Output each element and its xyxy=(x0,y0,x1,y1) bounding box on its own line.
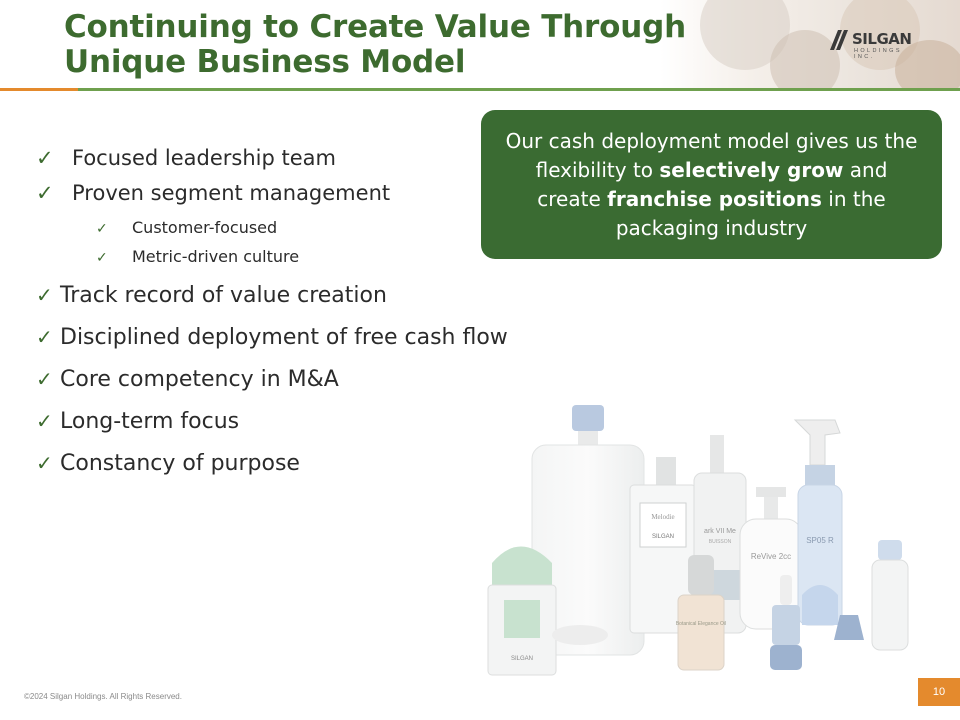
melodie-label: Melodie xyxy=(651,513,674,521)
callout-text-3: in the packaging industry xyxy=(615,186,886,240)
perfume-brand-label: SILGAN xyxy=(652,534,674,540)
buisson-label: BUISSON xyxy=(709,539,732,545)
callout-box: Our cash deployment model gives us the f… xyxy=(481,110,942,259)
checkmark-icon: ✓ xyxy=(36,146,54,170)
bullet-item: ✓ Focused leadership team xyxy=(36,146,336,170)
bullet-item: ✓ Proven segment management xyxy=(36,181,390,205)
callout-bold-2: franchise positions xyxy=(607,186,822,211)
checkmark-icon: ✓ xyxy=(36,367,53,391)
revive-label: ReVive 2cc xyxy=(751,552,791,561)
bullet-item: ✓ Core competency in M&A xyxy=(36,367,339,392)
callout-text: Our cash deployment model gives us the f… xyxy=(502,127,922,243)
bullet-item: ✓ Long-term focus xyxy=(36,409,239,434)
checkmark-icon: ✓ xyxy=(96,250,108,266)
bullet-item: ✓ Track record of value creation xyxy=(36,283,387,308)
nasal-spray-bottle xyxy=(770,575,802,670)
sub-bullet-text: Metric-driven culture xyxy=(132,247,300,266)
checkmark-icon: ✓ xyxy=(36,283,53,307)
header-rule-green xyxy=(78,88,960,91)
checkmark-icon: ✓ xyxy=(36,325,53,349)
serum-bottle: Botanical Elegance Oil xyxy=(676,555,726,671)
green-pump-jar: SILGAN xyxy=(487,546,557,676)
title-line-1: Continuing to Create Value Through xyxy=(64,9,686,45)
page-number: 10 xyxy=(918,678,960,706)
slide-title: Continuing to Create Value Through Uniqu… xyxy=(64,10,686,80)
silgan-logo-icon xyxy=(830,30,848,50)
header-photo-strip xyxy=(660,0,960,90)
bullet-item: ✓ Disciplined deployment of free cash flo… xyxy=(36,325,508,350)
trigger-spray-bottle: SP05 R xyxy=(793,419,843,626)
bullet-text: Core competency in M&A xyxy=(60,367,339,392)
ark-label: ark VII Me xyxy=(704,528,736,535)
sp05-label: SP05 R xyxy=(806,536,834,545)
bullet-text: Proven segment management xyxy=(72,181,391,205)
callout-text-1: Our cash deployment model gives us the f… xyxy=(505,128,918,182)
title-line-2: Unique Business Model xyxy=(64,44,466,80)
jar-brand-label: SILGAN xyxy=(511,656,533,662)
footer-copyright: ©2024 Silgan Holdings. All Rights Reserv… xyxy=(24,692,182,701)
bullet-text: Long-term focus xyxy=(60,409,240,434)
sub-bullet-item: ✓ Customer-focused xyxy=(96,218,277,237)
small-dropper-bottle xyxy=(871,540,909,651)
checkmark-icon: ✓ xyxy=(96,221,108,237)
bullet-text: Focused leadership team xyxy=(72,146,336,170)
bullet-item: ✓ Constancy of purpose xyxy=(36,451,300,476)
product-bottles-image: Melodie SILGAN ark VII Me BUISSON ReVive… xyxy=(487,405,909,676)
checkmark-icon: ✓ xyxy=(36,451,53,475)
silgan-logo: SILGAN HOLDINGS INC. xyxy=(828,28,912,60)
serum-label: Botanical Elegance Oil xyxy=(676,621,726,627)
callout-bold-1: selectively grow xyxy=(659,157,844,182)
perfume-bottle: Melodie SILGAN xyxy=(629,457,697,634)
sub-bullet-text: Customer-focused xyxy=(132,218,278,237)
checkmark-icon: ✓ xyxy=(36,181,54,205)
logo-wordmark: SILGAN xyxy=(852,30,912,48)
bullet-text: Disciplined deployment of free cash flow xyxy=(60,325,508,350)
checkmark-icon: ✓ xyxy=(36,409,53,433)
bullet-text: Track record of value creation xyxy=(60,283,387,308)
bullet-text: Constancy of purpose xyxy=(60,451,300,476)
logo-subtext: HOLDINGS INC. xyxy=(854,48,902,60)
callout-text-2: and create xyxy=(537,157,888,211)
large-bottle xyxy=(531,405,645,656)
slide-header: Continuing to Create Value Through Uniqu… xyxy=(0,0,960,90)
sub-bullet-item: ✓ Metric-driven culture xyxy=(96,247,299,266)
header-rule-orange xyxy=(0,88,78,91)
